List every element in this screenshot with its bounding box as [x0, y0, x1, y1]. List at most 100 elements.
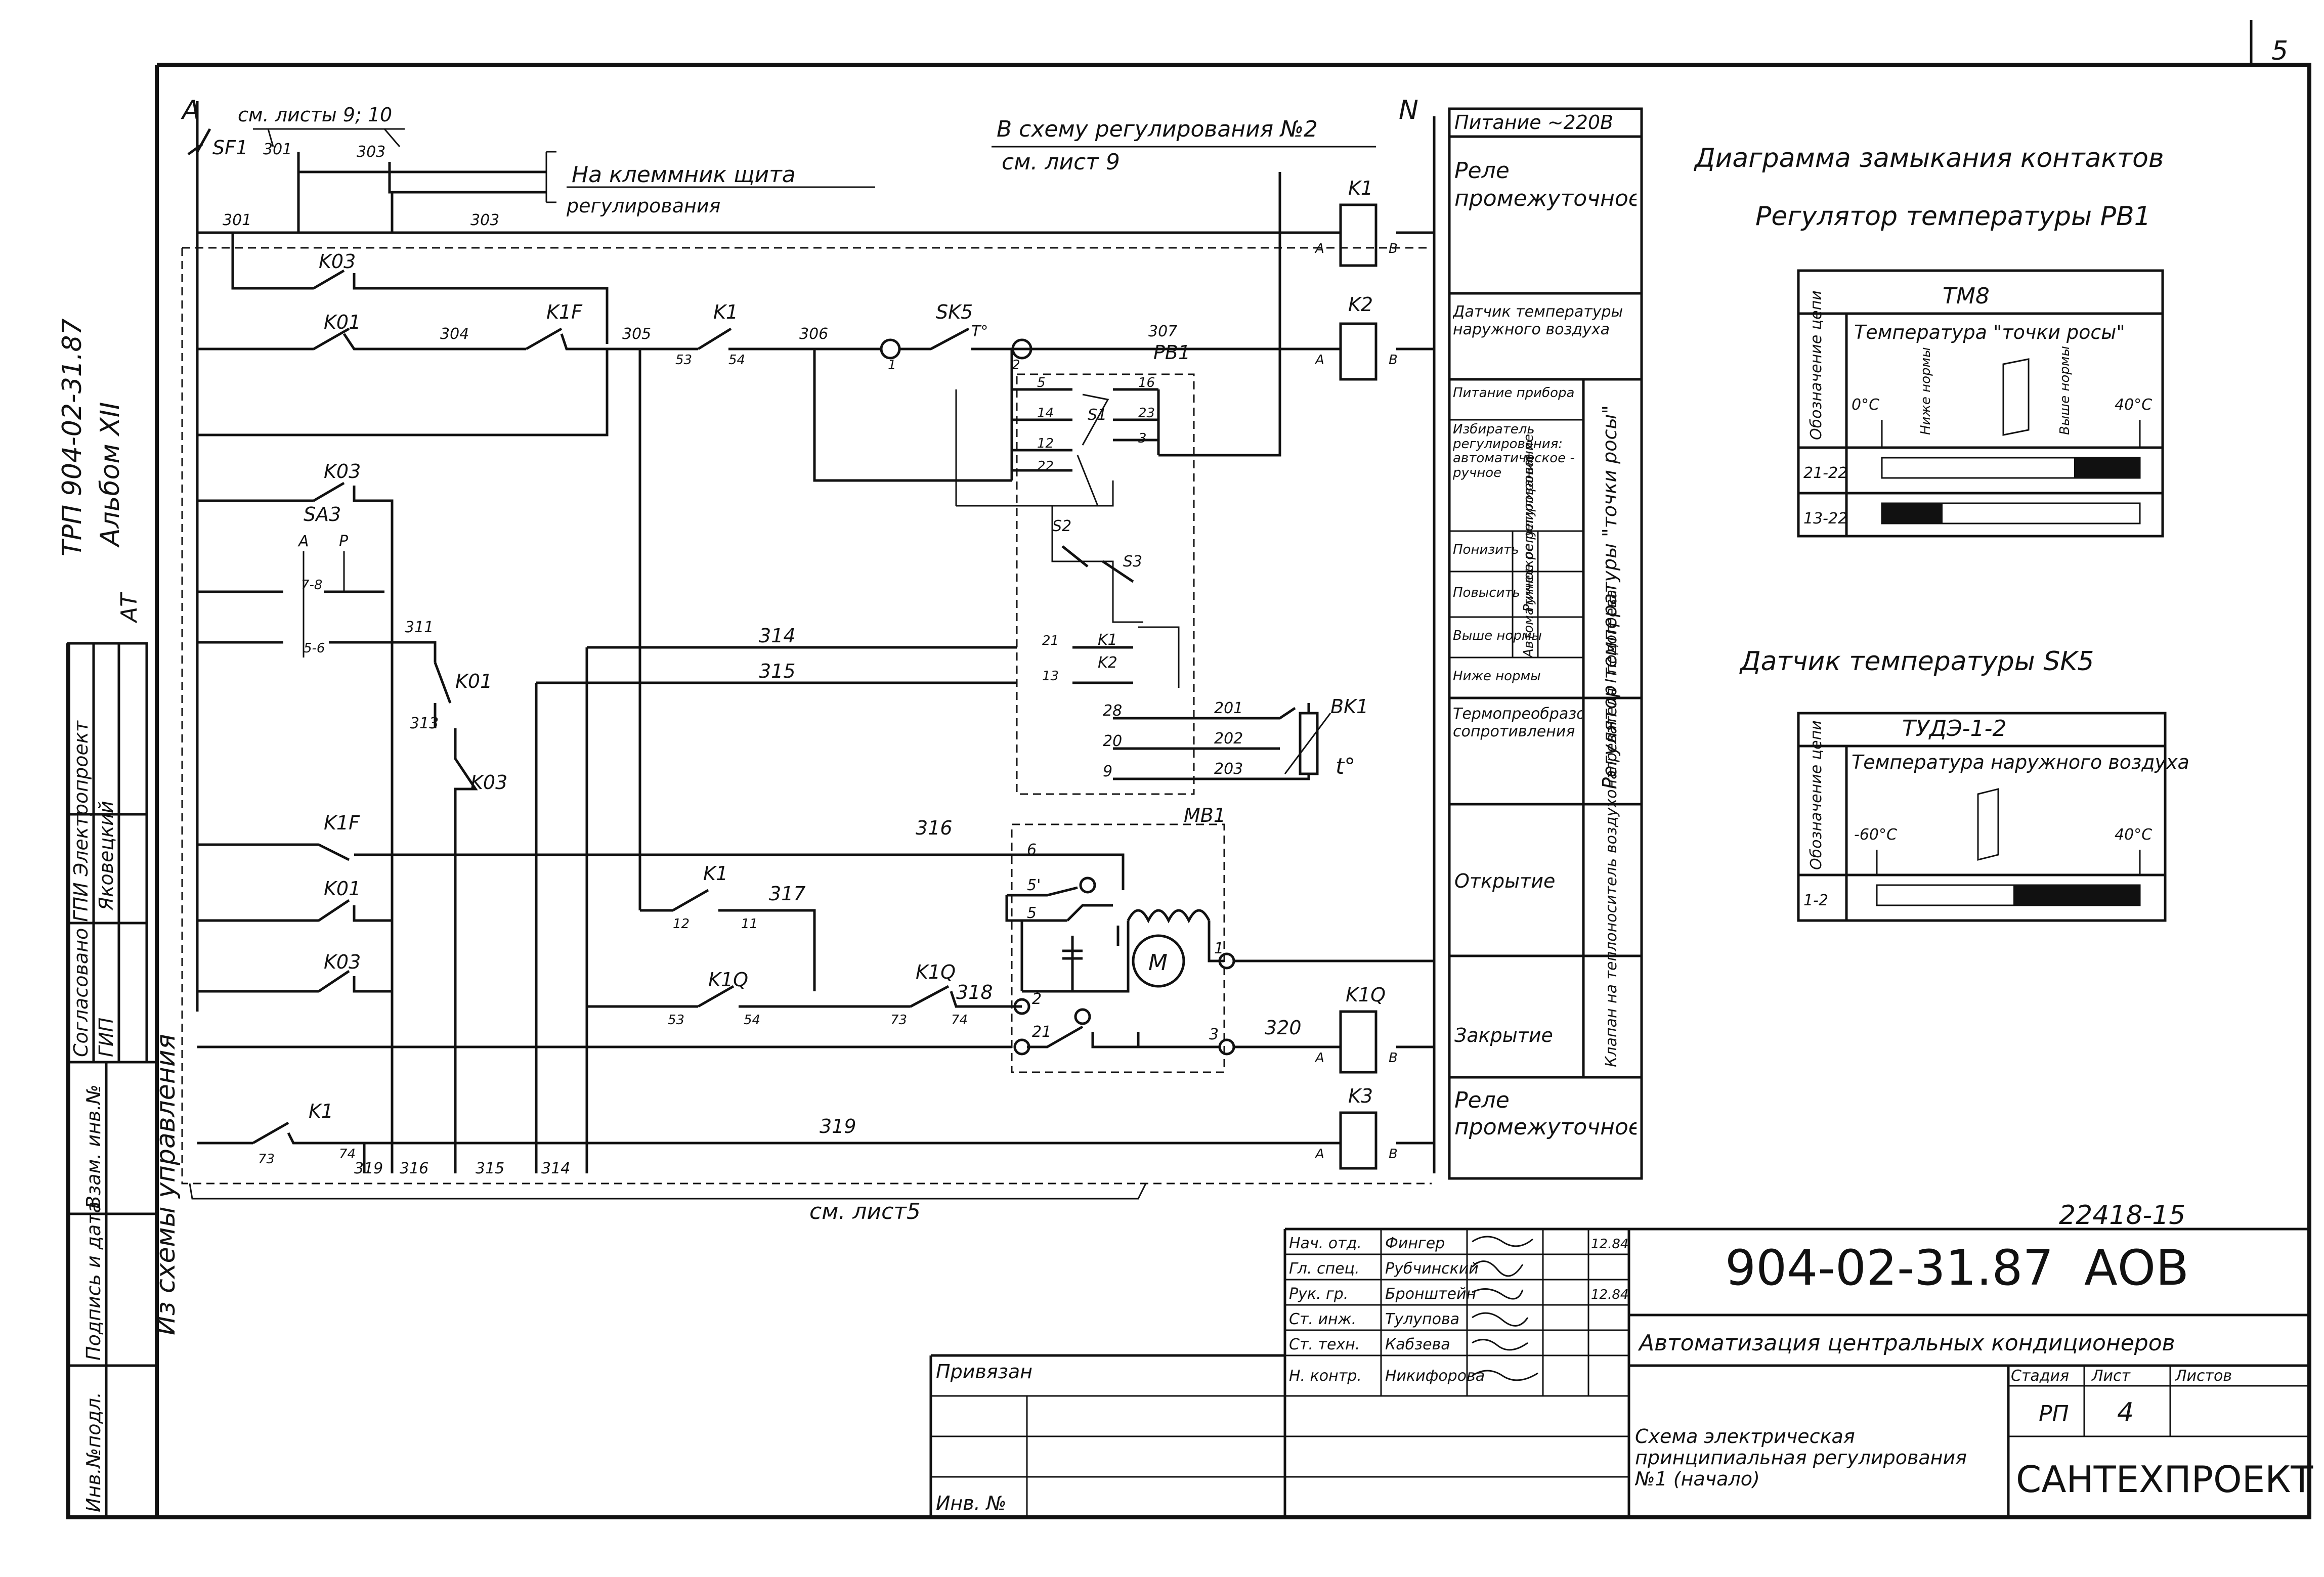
pin-16: 16	[1138, 375, 1155, 390]
svg-text:A: A	[1314, 353, 1324, 368]
pin-74-a: 74	[951, 1013, 968, 1028]
stage-value: РП	[2039, 1401, 2069, 1427]
tm8-above: Выше нормы	[2057, 346, 2073, 435]
k1-top-label: K1	[713, 301, 738, 323]
wire-319: 319	[820, 1115, 856, 1137]
wire-317: 317	[769, 883, 806, 905]
legend-raise: Повысить	[1453, 585, 1520, 600]
role-row: Ст. инж. Тулупова	[1289, 1310, 1459, 1328]
legend-relay-top: Реле промежуточное	[1454, 158, 1637, 211]
legend-opening: Открытие	[1454, 870, 1555, 892]
approval-header: Согласовано ГПИ Электропроект	[70, 720, 92, 1057]
contact-diagrams: Диаграмма замыкания контактов Регулятор …	[1694, 143, 2189, 922]
svg-text:B: B	[1389, 1147, 1398, 1162]
pin-73-b: 73	[258, 1152, 275, 1167]
k1q-b-label: K1Q	[916, 961, 956, 983]
svg-text:Тулупова: Тулупова	[1385, 1310, 1459, 1328]
stage-header: Стадия	[2011, 1367, 2069, 1385]
k1-mid-label: K1	[703, 862, 728, 885]
legend-device-power: Питание прибора	[1453, 385, 1574, 401]
signatures	[1471, 1236, 1538, 1381]
svg-text:K1Q: K1Q	[1346, 984, 1386, 1006]
pin-28: 28	[1103, 702, 1122, 720]
motor-label: M	[1148, 950, 1168, 976]
tm8-row-2: 13-22	[1803, 510, 1847, 528]
tm8-forty: 40°С	[2115, 396, 2152, 414]
svg-text:A: A	[1314, 1147, 1324, 1162]
tm8-row1-closed-bar	[2074, 458, 2140, 478]
tude-minus60: -60°С	[1854, 826, 1897, 844]
bottom-316: 316	[400, 1160, 428, 1177]
mb1-pin-2: 2	[1032, 990, 1042, 1008]
k1q-label: K1Q	[708, 969, 748, 991]
k03-bottom-label: K03	[324, 951, 361, 973]
see-sheet-5-label: см. лист5	[809, 1199, 921, 1224]
sa3-78: 7-8	[301, 578, 322, 593]
sa3-label: SA3	[304, 503, 341, 525]
t-symbol: t°	[1336, 754, 1355, 779]
k03-mid-label: K03	[324, 460, 361, 483]
regulation-label: регулирования	[566, 195, 720, 217]
pin-22: 22	[1037, 459, 1054, 474]
archive-number: 22418-15	[2059, 1200, 2185, 1231]
legend-power: Питание ~220В	[1454, 111, 1613, 134]
from-control-label: Из схемы управления	[151, 1034, 181, 1335]
legend-lower: Понизить	[1453, 542, 1519, 557]
pin-11: 11	[741, 916, 758, 932]
svg-text:B: B	[1389, 241, 1398, 256]
pin-23: 23	[1138, 406, 1155, 421]
wire-316: 316	[916, 817, 953, 839]
legend-auto-reg: Автоматическое регулирование	[1521, 434, 1536, 659]
tude-forty: 40°С	[2115, 826, 2152, 844]
tm8-circuit-label: Обозначение цепи	[1807, 290, 1825, 440]
side-stamp-code: ТРП 904-02-31.87	[57, 318, 88, 556]
pin-73-a: 73	[890, 1013, 907, 1028]
wire-201: 201	[1214, 699, 1243, 717]
diagram-title: Диаграмма замыкания контактов	[1694, 143, 2164, 173]
approval-gip: ГИП	[95, 1018, 117, 1057]
k1f-low-label: K1F	[324, 812, 360, 834]
wire-301-top: 301	[263, 141, 292, 158]
role-row: Нач. отд. Фингер 12.84	[1289, 1235, 1628, 1252]
svg-text:Ст. техн.: Ст. техн.	[1289, 1336, 1360, 1353]
pin-5-b: 5	[1027, 904, 1037, 922]
svg-text:Рубчинский: Рубчинский	[1385, 1260, 1479, 1278]
project-name: Автоматизация центральных кондиционеров	[1638, 1330, 2175, 1356]
legend-valve: Клапан на теплоноситель воздухонагревате…	[1603, 590, 1620, 1067]
svg-text:Никифорова: Никифорова	[1385, 1367, 1485, 1385]
coil-k3: K3 A B	[1314, 1085, 1398, 1170]
svg-text:Н. контр.: Н. контр.	[1289, 1367, 1362, 1385]
pin-14: 14	[1037, 406, 1054, 421]
motor-pin-1: 1	[1214, 940, 1224, 957]
tm8-row-1: 21-22	[1803, 464, 1847, 482]
date-2: 12.84	[1591, 1287, 1628, 1302]
sheet-number: 5	[2271, 36, 2288, 66]
role-row: Н. контр. Никифорова	[1289, 1367, 1485, 1385]
pin-9: 9	[1103, 763, 1112, 780]
pin-20: 20	[1103, 732, 1122, 750]
coil-k2: K2 A B	[1314, 293, 1398, 381]
tm8-label: ТМ8	[1943, 283, 1990, 309]
tm8-below: Ниже нормы	[1918, 347, 1933, 435]
contact-k2-label: K2	[1098, 654, 1117, 672]
title-block: 22418-15 Привязан Инв. № Нач. отд. Финге…	[929, 1200, 2313, 1517]
wire-313: 313	[410, 715, 439, 732]
approval-block: Согласовано ГПИ Электропроект ГИП Яковец…	[67, 642, 148, 1064]
pin-5-prime: 5'	[1027, 877, 1041, 894]
sa3-a: A	[297, 533, 309, 550]
mb1-label: MB1	[1184, 804, 1226, 826]
organization: САНТЕХПРОЕКТ	[2016, 1458, 2313, 1501]
pb1-label: PB1	[1153, 341, 1190, 364]
pin-12-a: 12	[1037, 436, 1054, 451]
approval-name: Яковецкий	[95, 801, 117, 911]
wire-304: 304	[440, 325, 469, 343]
svg-text:K3: K3	[1348, 1085, 1373, 1107]
svg-text:K2: K2	[1348, 293, 1373, 316]
bus-n-label: N	[1399, 95, 1418, 125]
legend-above-norm: Выше нормы	[1453, 628, 1542, 643]
wire-303-top: 303	[357, 143, 385, 161]
coil-k1q: K1Q A B	[1314, 984, 1398, 1074]
bottom-315: 315	[476, 1160, 504, 1177]
tude-row: 1-2	[1803, 892, 1828, 909]
wire-301: 301	[223, 211, 251, 229]
